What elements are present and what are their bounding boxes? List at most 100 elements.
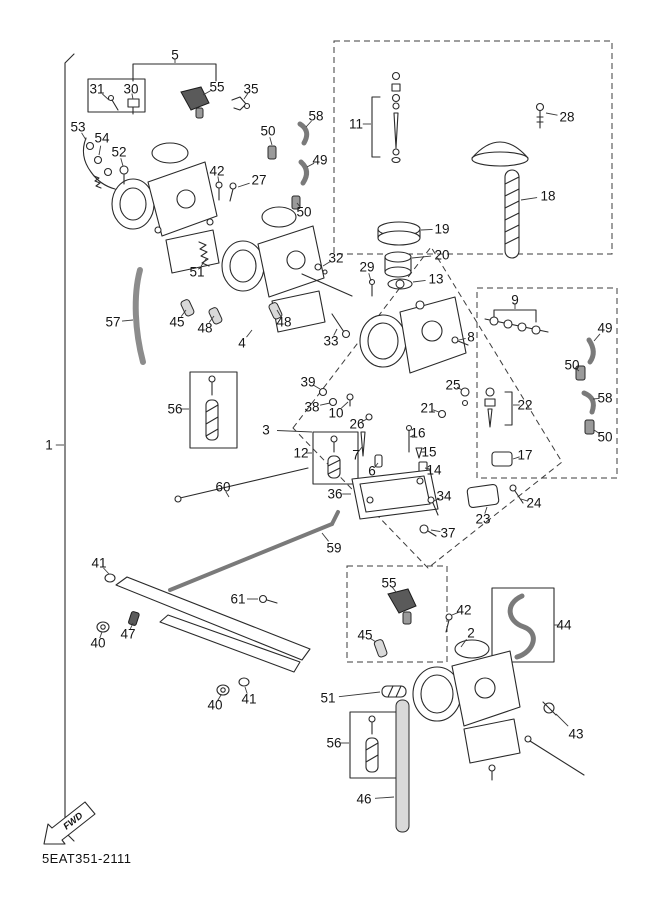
- callout-leader-58: [592, 397, 600, 400]
- callout-57: 57: [105, 315, 120, 330]
- callout-50: 50: [597, 430, 612, 445]
- screw-spring-sets-drawing: [205, 375, 379, 773]
- callout-leader-18: [520, 197, 538, 201]
- top-cover-spring-needle-drawing: [391, 71, 545, 259]
- callout-leader-55: [202, 90, 211, 96]
- callout-25: 25: [445, 378, 460, 393]
- callout-leader-51: [338, 691, 381, 698]
- callout-35: 35: [243, 82, 258, 97]
- callout-leader-41: [244, 686, 248, 694]
- callout-leader-48: [276, 309, 282, 317]
- callout-leader-23: [484, 506, 488, 514]
- callout-8: 8: [467, 330, 475, 345]
- callout-58: 58: [308, 109, 323, 124]
- callout-leader-21: [432, 409, 440, 413]
- callout-40: 40: [90, 636, 105, 651]
- callout-7: 7: [352, 448, 360, 463]
- callout-leader-10: [341, 401, 349, 409]
- callout-leader-31: [102, 93, 110, 101]
- callout-38: 38: [304, 400, 319, 415]
- callout-46: 46: [356, 792, 371, 807]
- callout-30: 30: [123, 82, 138, 97]
- callout-59: 59: [326, 541, 341, 556]
- callout-55: 55: [209, 80, 224, 95]
- callout-leader-7: [358, 446, 363, 452]
- callout-leader-40: [217, 694, 222, 701]
- callout-leader-58: [305, 120, 312, 128]
- callout-41: 41: [91, 556, 106, 571]
- callout-27: 27: [251, 173, 266, 188]
- callout-51: 51: [320, 691, 335, 706]
- callout-leader-24: [520, 498, 529, 502]
- callout-21: 21: [420, 401, 435, 416]
- callout-leader-50: [296, 202, 302, 209]
- callout-leader-33: [333, 328, 338, 336]
- callout-29: 29: [359, 260, 374, 275]
- callout-42: 42: [456, 603, 471, 618]
- callout-leader-35: [243, 93, 249, 100]
- callout-42: 42: [209, 164, 224, 179]
- callout-56: 56: [326, 736, 341, 751]
- callout-61: 61: [230, 592, 245, 607]
- callout-leader-49: [593, 333, 601, 342]
- callout-45: 45: [357, 628, 372, 643]
- callout-leader-20: [411, 255, 432, 259]
- callout-leader-48: [208, 315, 215, 323]
- callout-24: 24: [526, 496, 542, 511]
- callout-leader-3: [276, 430, 313, 433]
- callout-56: 56: [167, 402, 182, 417]
- callout-leader-41: [103, 567, 110, 575]
- callout-leader-6: [374, 462, 379, 468]
- callout-22: 22: [517, 398, 532, 413]
- callout-leader-45: [180, 309, 187, 317]
- callout-4: 4: [238, 336, 246, 351]
- callout-leader-53: [81, 132, 87, 141]
- callout-9: 9: [511, 293, 519, 308]
- throttle-shaft-valve-drawing: [466, 316, 549, 509]
- callout-leader-38: [320, 402, 331, 406]
- fuel-rail-bracket-drawing: [96, 467, 340, 696]
- callout-6: 6: [368, 464, 376, 479]
- callout-2: 2: [467, 626, 475, 641]
- callout-40: 40: [207, 698, 222, 713]
- callout-49: 49: [312, 153, 327, 168]
- callout-44: 44: [556, 618, 572, 633]
- callout-leader-13: [412, 279, 426, 283]
- callout-51: 51: [189, 265, 204, 280]
- callout-55: 55: [381, 576, 396, 591]
- fwd-arrow: FWD: [43, 801, 96, 845]
- callout-23: 23: [475, 512, 490, 527]
- callout-leader-37: [430, 529, 441, 533]
- callout-58: 58: [597, 391, 612, 406]
- callout-leader-42: [217, 176, 220, 184]
- callout-leader-52: [120, 158, 124, 167]
- callout-leader-55: [391, 586, 397, 593]
- callout-50: 50: [260, 124, 275, 139]
- callout-20: 20: [434, 248, 449, 263]
- callout-leader-16: [409, 434, 415, 438]
- callout-leader-49: [306, 162, 315, 168]
- callout-36: 36: [327, 487, 342, 502]
- carburetor-1-drawing: [111, 142, 220, 274]
- callout-17: 17: [517, 448, 532, 463]
- callout-10: 10: [328, 406, 343, 421]
- callout-47: 47: [120, 627, 135, 642]
- callout-leader-45: [369, 637, 377, 643]
- callout-33: 33: [323, 334, 338, 349]
- callout-leader-25: [456, 386, 463, 391]
- callout-leader-4: [246, 329, 253, 338]
- callout-leader-50: [269, 137, 273, 146]
- callout-leader-60: [225, 491, 230, 498]
- callout-leader-30: [131, 93, 134, 100]
- callout-18: 18: [540, 189, 555, 204]
- callout-15: 15: [421, 445, 436, 460]
- carburetor-4-drawing: [198, 206, 353, 333]
- callout-leader-39: [313, 384, 321, 390]
- callout-32: 32: [328, 251, 343, 266]
- dashed-boundaries: [292, 40, 618, 663]
- right-hoses-drawing: [575, 337, 596, 435]
- callout-leader-40: [99, 631, 103, 639]
